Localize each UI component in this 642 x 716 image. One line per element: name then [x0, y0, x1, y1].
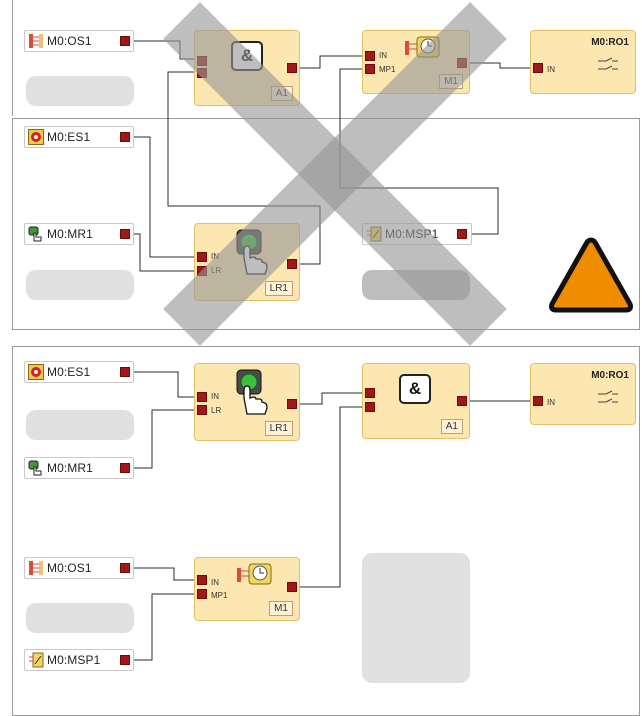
io-label: M0:MR1: [47, 461, 93, 475]
placeholder-slot: [26, 410, 134, 440]
emergency-stop-icon: [28, 129, 44, 145]
pin-label-in: IN: [211, 578, 219, 587]
io-label: M0:OS1: [47, 34, 92, 48]
placeholder-slot: [26, 270, 134, 300]
output-pin[interactable]: [457, 229, 467, 239]
io-block-msp1[interactable]: M0:MSP1: [24, 649, 134, 671]
manual-reset-function-block[interactable]: IN LR LR1: [194, 363, 300, 441]
io-block-os1[interactable]: M0:OS1: [24, 557, 134, 579]
input-pin[interactable]: [365, 402, 375, 412]
pin-label-lr: LR: [211, 406, 222, 415]
io-block-mr1[interactable]: M0:MR1: [24, 457, 134, 479]
relay-output-icon: [597, 390, 619, 411]
block-tag: A1: [440, 419, 463, 434]
placeholder-slot: [362, 553, 470, 683]
input-pin[interactable]: [197, 405, 207, 415]
input-pin[interactable]: [533, 396, 543, 406]
input-pin[interactable]: [197, 392, 207, 402]
muting-sensor-icon: [28, 652, 44, 668]
io-label: M0:ES1: [47, 130, 91, 144]
io-block-mr1[interactable]: M0:MR1: [24, 223, 134, 245]
output-pin[interactable]: [120, 563, 130, 573]
relay-output-block[interactable]: M0:RO1 IN: [530, 363, 636, 425]
output-pin[interactable]: [120, 655, 130, 665]
warning-triangle-icon: [548, 236, 634, 319]
io-label: M0:MR1: [47, 227, 93, 241]
and-function-block[interactable]: & A1: [362, 363, 470, 439]
block-tag: LR1: [264, 281, 293, 296]
io-block-es1[interactable]: M0:ES1: [24, 361, 134, 383]
muting-timer-icon: [235, 562, 273, 593]
output-pin[interactable]: [120, 367, 130, 377]
optical-sensor-icon: [28, 560, 44, 576]
io-block-os1[interactable]: M0:OS1: [24, 30, 134, 52]
manual-reset-icon: [28, 226, 44, 242]
output-pin[interactable]: [120, 229, 130, 239]
relay-output-title: M0:RO1: [591, 370, 629, 381]
pin-label-mp1: MP1: [379, 65, 396, 74]
muting-function-block[interactable]: IN MP1 M1: [194, 557, 300, 621]
output-pin[interactable]: [120, 36, 130, 46]
input-pin[interactable]: [197, 575, 207, 585]
output-pin[interactable]: [457, 396, 467, 406]
input-pin[interactable]: [365, 51, 375, 61]
relay-output-icon: [597, 57, 619, 78]
pin-label-in: IN: [211, 392, 219, 401]
manual-reset-icon: [28, 460, 44, 476]
io-block-es1[interactable]: M0:ES1: [24, 126, 134, 148]
optical-sensor-icon: [28, 33, 44, 49]
block-tag: LR1: [264, 421, 293, 436]
input-pin[interactable]: [197, 589, 207, 599]
pin-label-in: IN: [379, 51, 387, 60]
and-gate-icon: &: [399, 374, 431, 404]
input-pin[interactable]: [365, 388, 375, 398]
output-pin[interactable]: [120, 132, 130, 142]
relay-output-block[interactable]: M0:RO1 IN: [530, 30, 636, 94]
emergency-stop-icon: [28, 364, 44, 380]
pin-label-in: IN: [547, 65, 555, 74]
input-pin[interactable]: [365, 64, 375, 74]
pin-label-mp1: MP1: [211, 591, 228, 600]
io-label: M0:MSP1: [47, 653, 101, 667]
output-pin[interactable]: [120, 463, 130, 473]
pin-label-in: IN: [547, 398, 555, 407]
relay-output-title: M0:RO1: [591, 37, 629, 48]
output-pin[interactable]: [287, 63, 297, 73]
output-pin[interactable]: [287, 582, 297, 592]
io-label: M0:ES1: [47, 365, 91, 379]
output-pin[interactable]: [287, 399, 297, 409]
input-pin[interactable]: [197, 252, 207, 262]
placeholder-slot: [26, 76, 134, 106]
reset-button-hand-icon: [235, 368, 269, 421]
io-label: M0:OS1: [47, 561, 92, 575]
block-tag: M1: [269, 601, 293, 616]
output-pin[interactable]: [287, 259, 297, 269]
placeholder-slot: [26, 603, 134, 633]
input-pin[interactable]: [533, 63, 543, 73]
